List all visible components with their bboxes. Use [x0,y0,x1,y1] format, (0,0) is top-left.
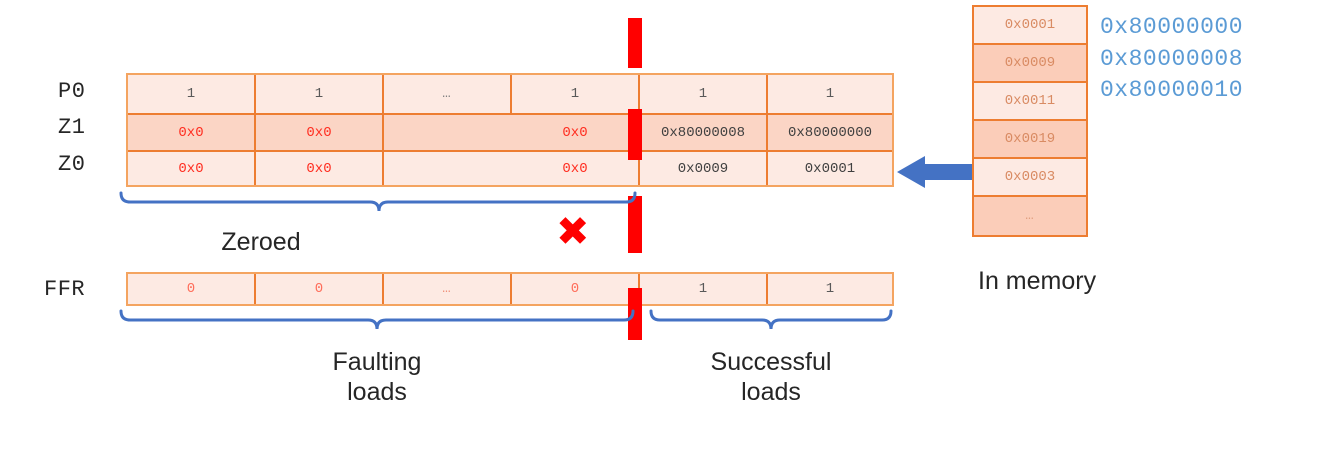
cell-z0-5: 0x0001 [804,160,856,177]
register-label-z1: Z1 [58,115,86,140]
memory-cell-1: 0x0009 [974,45,1086,83]
label-zeroed: Zeroed [221,228,301,256]
label-faulting-loads: Faulting loads [247,348,507,407]
memory-to-register-arrow-icon [897,156,977,188]
memory-address-2: 0x80000010 [1100,77,1244,104]
cell-p0-1: 1 [256,75,384,113]
cell-p0-0: 1 [128,75,256,113]
cell-ffr-1: 0 [256,274,384,304]
cell-ffr-0: 0 [128,274,256,304]
memory-stack: 0x0001 0x0009 0x0011 0x0019 0x0003 … [972,5,1088,237]
fault-boundary-marker-middle [628,196,642,253]
memory-address-list: 0x80000000 0x80000008 0x80000010 [1100,12,1243,107]
register-label-z0: Z0 [58,152,86,177]
memory-cell-4: 0x0003 [974,159,1086,197]
vector-register-table: 1 1 … 1 1 1 0x0 0x0 0x0 0x80000008 0x800… [126,73,894,187]
ffr-register-table: 0 0 … 0 1 1 [126,272,894,306]
cell-z1-4: 0x80000008 [640,115,768,150]
label-faulting-loads-line2: loads [347,377,407,406]
cell-z0-1: 0x0 [256,152,384,185]
memory-cell-2: 0x0011 [974,83,1086,121]
cell-z0-3: 0x0 [512,152,640,185]
fault-boundary-marker-top [628,18,642,68]
cell-ffr-3: 0 [512,274,640,304]
cell-p0-5: 1 [825,86,835,102]
memory-address-0: 0x80000000 [1100,14,1244,40]
cell-p0-3: 1 [512,75,640,113]
memory-cell-3: 0x0019 [974,121,1086,159]
brace-faulting-loads [119,309,635,330]
cell-z0-4: 0x0009 [640,152,768,185]
register-label-ffr: FFR [44,277,86,302]
row-divider-p0-z1 [128,113,892,115]
cell-z0-0: 0x0 [128,152,256,185]
cell-p0-2: … [384,75,512,113]
brace-zeroed [119,191,637,212]
cell-ffr-4: 1 [640,274,768,304]
label-faulting-loads-line1: Faulting [332,348,422,376]
table-row-p0: 1 1 … 1 1 1 [128,75,892,113]
brace-successful-loads [649,309,893,330]
fault-boundary-marker-vector [628,109,642,160]
fault-cross-icon: ✖ [556,209,590,255]
cell-z1-2 [384,115,512,150]
label-successful-loads-line1: Successful [710,348,832,376]
table-row-z0: 0x0 0x0 0x0 0x0009 0x0001 [128,152,892,185]
cell-z0-2 [384,152,512,185]
label-successful-loads-line2: loads [741,377,801,406]
cell-ffr-5: 1 [825,281,835,297]
register-label-p0: P0 [58,79,86,104]
label-successful-loads: Successful loads [631,348,911,407]
cell-z1-3: 0x0 [512,115,640,150]
row-divider-z1-z0 [128,150,892,152]
cell-ffr-2: … [384,274,512,304]
cell-z1-5: 0x80000000 [787,124,872,141]
label-in-memory: In memory [978,267,1097,295]
memory-cell-5: … [974,197,1086,235]
cell-z1-1: 0x0 [256,115,384,150]
table-row-z1: 0x0 0x0 0x0 0x80000008 0x80000000 [128,115,892,150]
cell-z1-0: 0x0 [128,115,256,150]
cell-p0-4: 1 [640,75,768,113]
fault-boundary-marker-ffr [628,288,642,340]
memory-cell-0: 0x0001 [974,7,1086,45]
memory-address-1: 0x80000008 [1100,45,1244,72]
